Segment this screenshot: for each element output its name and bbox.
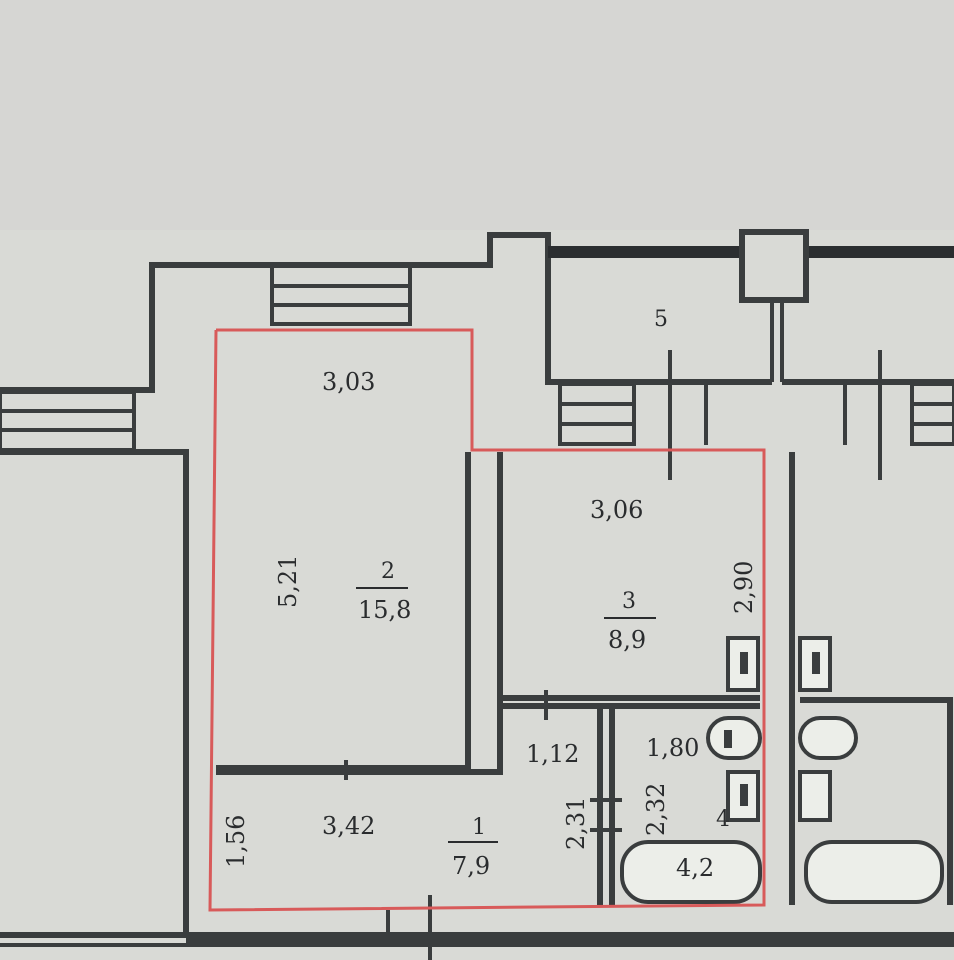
room-2-area: 15,8 <box>358 596 411 624</box>
neighbour-washbasin-fixture <box>798 770 832 822</box>
room-1-area: 7,9 <box>452 852 490 880</box>
toilet-fixture <box>706 716 762 760</box>
room-3-number: 3 <box>622 589 636 614</box>
neighbour-bathtub-fixture <box>804 840 944 904</box>
room-3-area: 8,9 <box>608 626 646 654</box>
apartment-outline <box>208 328 766 912</box>
room-4-number: 4 <box>716 807 730 832</box>
room-2-number: 2 <box>381 559 395 584</box>
room-1-number: 1 <box>472 815 486 840</box>
window-left <box>0 390 136 452</box>
neighbour-toilet-fixture <box>798 716 858 760</box>
room-4-depth: 2,32 <box>642 783 670 836</box>
room-2-depth: 5,21 <box>274 555 302 608</box>
interior-walls <box>216 452 953 960</box>
room-2-width: 3,03 <box>322 368 375 396</box>
room-3-width: 3,06 <box>590 496 643 524</box>
bathroom-fixtures <box>620 636 944 904</box>
room-1-corridor-width: 1,12 <box>526 740 579 768</box>
bathtub-fixture <box>620 840 762 904</box>
room-1-corridor-depth: 2,31 <box>562 797 590 850</box>
room-5-number: 5 <box>654 307 668 332</box>
paper-shading <box>0 0 954 230</box>
window-right <box>910 382 954 446</box>
room-1-width: 3,42 <box>322 812 375 840</box>
room-3-depth: 2,90 <box>730 561 758 614</box>
window-top-left <box>270 264 412 326</box>
room-5-walls <box>545 258 954 480</box>
room-1-depth: 1,56 <box>222 815 250 868</box>
room-4-area: 4,2 <box>676 854 714 882</box>
room-4-width: 1,80 <box>646 734 699 762</box>
window-room-3 <box>558 382 636 446</box>
